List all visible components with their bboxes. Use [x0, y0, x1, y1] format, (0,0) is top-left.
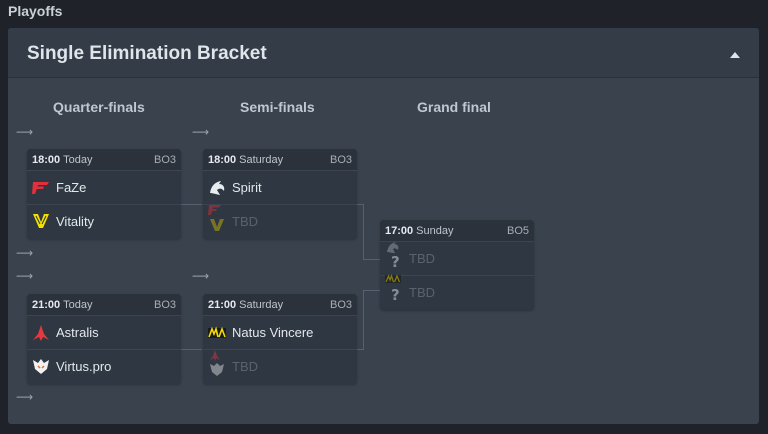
match-format: BO3: [329, 299, 352, 311]
question-mark-icon: [208, 350, 226, 376]
match-day: Saturday: [239, 154, 284, 166]
team-name: TBD: [232, 358, 258, 374]
bracket-connector: [180, 349, 202, 350]
team-row-spirit[interactable]: Spirit: [203, 171, 357, 204]
match-format: BO3: [153, 154, 176, 166]
bracket-connector: [356, 349, 364, 350]
team-name: TBD: [409, 284, 435, 300]
team-row-tbd[interactable]: ? TBD: [380, 241, 534, 275]
team-name: TBD: [409, 251, 435, 266]
question-mark-icon: [208, 205, 226, 231]
match-time: 18:00: [208, 154, 237, 166]
round-title-quarter-finals: Quarter-finals: [53, 99, 145, 115]
match-time: 21:00: [32, 299, 61, 311]
team-name: Vitality: [56, 213, 95, 229]
team-name: Astralis: [56, 325, 99, 340]
round-title-semi-finals: Semi-finals: [240, 99, 315, 115]
bracket-panel: Single Elimination Bracket Quarter-final…: [8, 28, 759, 424]
match-time: 21:00: [208, 299, 237, 311]
section-title: Playoffs: [8, 3, 63, 19]
spirit-logo-icon: [208, 179, 226, 197]
match-format: BO3: [329, 154, 352, 166]
virtuspro-logo-icon: [32, 357, 50, 375]
bracket-connector: [356, 204, 364, 205]
team-row-tbd[interactable]: ? TBD: [380, 274, 534, 308]
question-mark-icon: ?: [385, 274, 403, 303]
match-time: 18:00: [32, 154, 61, 166]
svg-text:?: ?: [391, 253, 400, 270]
arrow-right-icon: ⟶: [192, 269, 210, 283]
svg-text:?: ?: [391, 286, 400, 303]
navi-logo-icon: [208, 324, 226, 342]
match-format: BO3: [153, 299, 176, 311]
match-day: Saturday: [239, 299, 284, 311]
bracket-connector: [363, 290, 364, 350]
astralis-logo-icon: [32, 324, 50, 342]
arrow-right-icon: ⟶: [16, 390, 34, 404]
panel-title: Single Elimination Bracket: [27, 43, 267, 64]
arrow-right-icon: ⟶: [16, 246, 34, 260]
faze-logo-icon: [32, 179, 50, 197]
match-day: Today: [63, 299, 93, 311]
team-name: Natus Vincere: [232, 325, 314, 340]
team-row-virtus-pro[interactable]: Virtus.pro: [27, 349, 181, 382]
question-mark-icon: ?: [385, 241, 403, 270]
bracket-connector: [363, 204, 364, 260]
bracket-connector: [363, 259, 381, 260]
vitality-logo-icon: [32, 212, 50, 230]
team-name: FaZe: [56, 180, 87, 195]
match-time: 17:00: [385, 225, 414, 237]
round-title-grand-final: Grand final: [417, 99, 491, 115]
arrow-right-icon: ⟶: [192, 125, 210, 139]
match-day: Today: [63, 154, 93, 166]
bracket-connector: [180, 204, 202, 205]
team-name: Virtus.pro: [56, 358, 112, 374]
arrow-right-icon: ⟶: [16, 269, 34, 283]
team-row-tbd[interactable]: TBD: [203, 204, 357, 237]
team-row-tbd[interactable]: TBD: [203, 349, 357, 382]
team-row-faze[interactable]: FaZe: [27, 171, 181, 204]
caret-up-icon[interactable]: [729, 47, 741, 58]
bracket-connector: [363, 290, 381, 291]
team-name: TBD: [232, 213, 258, 229]
match-format: BO5: [506, 225, 529, 237]
match-day: Sunday: [416, 225, 454, 237]
arrow-right-icon: ⟶: [16, 125, 34, 139]
team-row-vitality[interactable]: Vitality: [27, 204, 181, 237]
team-name: Spirit: [232, 180, 262, 195]
team-row-natus-vincere[interactable]: Natus Vincere: [203, 316, 357, 349]
team-row-astralis[interactable]: Astralis: [27, 316, 181, 349]
panel-header: Single Elimination Bracket: [8, 28, 759, 78]
